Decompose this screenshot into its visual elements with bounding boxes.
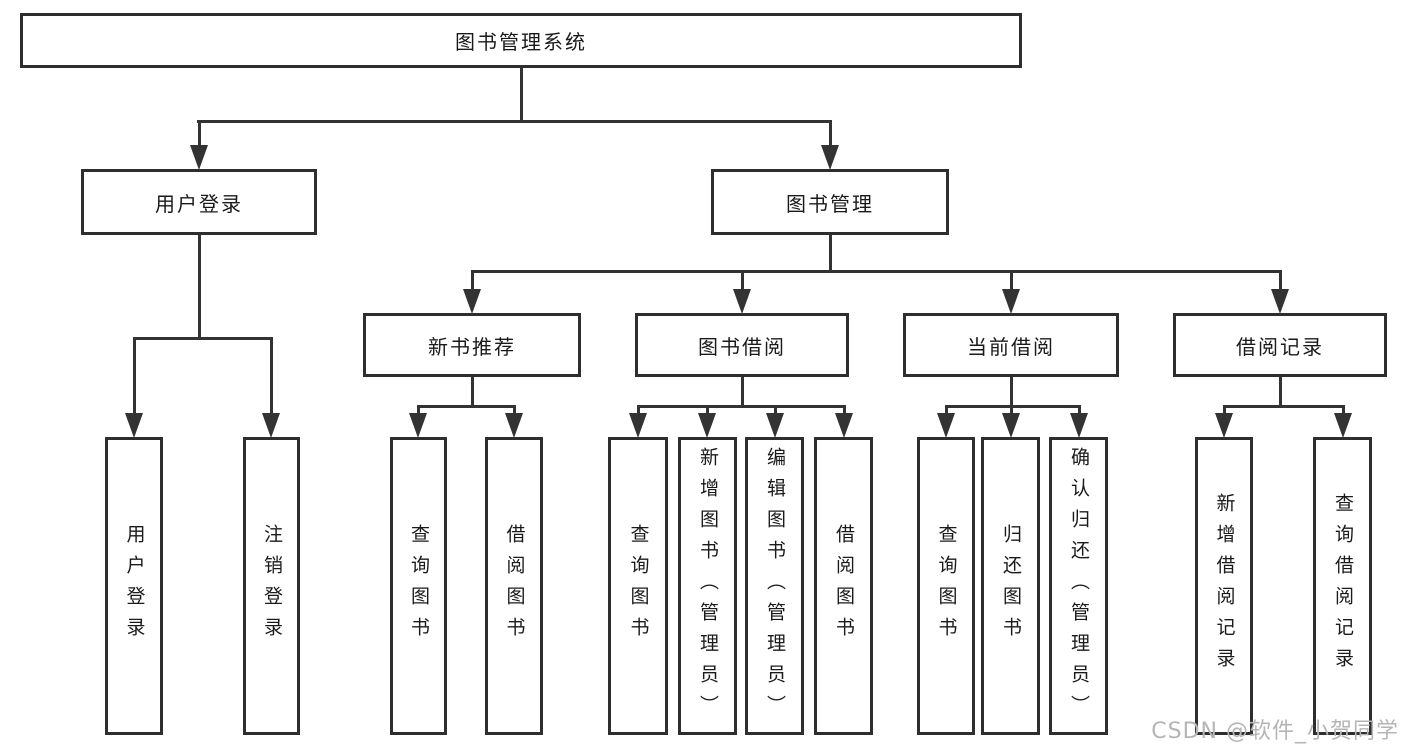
node-root: 图书管理系统 — [20, 13, 1022, 68]
connector-line — [1223, 405, 1343, 408]
connector-line — [829, 235, 832, 273]
node-borrow-records: 借阅记录 — [1173, 313, 1387, 377]
connector-line — [637, 405, 845, 408]
arrow-down-icon — [262, 413, 280, 438]
arrow-down-icon — [733, 289, 751, 314]
node-current-borrow: 当前借阅 — [903, 313, 1119, 377]
leaf-borrow-books-1: 借阅图书 — [485, 437, 543, 735]
node-book-borrow: 图书借阅 — [635, 313, 849, 377]
leaf-add-books-admin: 新增图书（管理员） — [678, 437, 737, 735]
connector-line — [1279, 270, 1282, 294]
connector-line — [637, 405, 640, 417]
leaf-query-borrow-record-label: 查询借阅记录 — [1332, 493, 1354, 679]
arrow-down-icon — [125, 413, 143, 438]
leaf-borrow-books-1-label: 借阅图书 — [503, 524, 526, 648]
arrow-down-icon — [190, 145, 208, 170]
leaf-add-borrow-record-label: 新增借阅记录 — [1213, 493, 1236, 679]
connector-line — [471, 270, 474, 294]
node-new-book-recommend-label: 新书推荐 — [428, 334, 516, 359]
arrow-down-icon — [835, 413, 853, 438]
arrow-down-icon — [409, 413, 427, 438]
connector-line — [774, 405, 777, 417]
node-new-book-recommend: 新书推荐 — [363, 313, 581, 377]
node-current-borrow-label: 当前借阅 — [967, 334, 1055, 359]
connector-line — [706, 405, 709, 417]
leaf-confirm-return-admin-label: 确认归还（管理员） — [1068, 446, 1090, 726]
leaf-query-borrow-record: 查询借阅记录 — [1313, 437, 1372, 735]
arrow-down-icon — [1002, 413, 1020, 438]
arrow-down-icon — [1271, 289, 1289, 314]
leaf-borrow-books-2: 借阅图书 — [814, 437, 873, 735]
connector-line — [513, 405, 516, 417]
connector-line — [198, 235, 201, 339]
arrow-down-icon — [1215, 413, 1233, 438]
leaf-confirm-return-admin: 确认归还（管理员） — [1049, 437, 1108, 735]
connector-line — [471, 377, 474, 408]
connector-line — [741, 270, 744, 294]
connector-line — [843, 405, 846, 417]
leaf-query-books-3: 查询图书 — [917, 437, 975, 735]
connector-line — [1279, 377, 1282, 408]
leaf-query-books-1: 查询图书 — [390, 437, 447, 735]
arrow-down-icon — [1334, 413, 1352, 438]
leaf-edit-books-admin: 编辑图书（管理员） — [745, 437, 804, 735]
connector-line — [945, 405, 948, 417]
leaf-logout-label: 注销登录 — [261, 524, 283, 648]
arrow-down-icon — [766, 413, 784, 438]
arrow-down-icon — [937, 413, 955, 438]
arrow-down-icon — [698, 413, 716, 438]
connector-line — [133, 337, 273, 340]
connector-line — [270, 337, 273, 418]
leaf-add-borrow-record: 新增借阅记录 — [1195, 437, 1253, 735]
leaf-return-books-label: 归还图书 — [1000, 524, 1022, 648]
connector-line — [520, 68, 523, 123]
node-user-login: 用户登录 — [81, 169, 317, 235]
leaf-user-login-label: 用户登录 — [123, 524, 146, 648]
leaf-query-books-2: 查询图书 — [608, 437, 668, 735]
connector-line — [197, 120, 832, 123]
leaf-logout: 注销登录 — [243, 437, 300, 735]
arrow-down-icon — [1070, 413, 1088, 438]
connector-line — [1010, 377, 1013, 408]
leaf-query-books-3-label: 查询图书 — [935, 524, 958, 648]
arrow-down-icon — [629, 413, 647, 438]
connector-line — [133, 337, 136, 418]
connector-line — [417, 405, 516, 408]
node-book-management: 图书管理 — [711, 169, 949, 235]
leaf-add-books-admin-label: 新增图书（管理员） — [697, 446, 719, 726]
node-book-management-label: 图书管理 — [786, 191, 874, 216]
connector-line — [417, 405, 420, 417]
connector-line — [471, 270, 1281, 273]
node-borrow-records-label: 借阅记录 — [1236, 334, 1324, 359]
leaf-return-books: 归还图书 — [981, 437, 1040, 735]
connector-line — [1223, 405, 1226, 417]
arrow-down-icon — [1002, 289, 1020, 314]
node-root-label: 图书管理系统 — [455, 30, 587, 54]
node-user-login-label: 用户登录 — [155, 191, 243, 216]
leaf-borrow-books-2-label: 借阅图书 — [833, 524, 855, 648]
leaf-edit-books-admin-label: 编辑图书（管理员） — [764, 446, 786, 726]
connector-line — [1342, 405, 1345, 417]
connector-line — [741, 377, 744, 408]
leaf-query-books-2-label: 查询图书 — [627, 524, 650, 648]
arrow-down-icon — [505, 413, 523, 438]
connector-line — [1010, 270, 1013, 294]
leaf-user-login: 用户登录 — [105, 437, 163, 735]
leaf-query-books-1-label: 查询图书 — [408, 524, 430, 648]
connector-line — [198, 120, 201, 150]
connector-line — [1078, 405, 1081, 417]
arrow-down-icon — [463, 289, 481, 314]
connector-line — [829, 120, 832, 150]
watermark: CSDN @软件_小贺同学 — [1151, 719, 1399, 744]
node-book-borrow-label: 图书借阅 — [698, 334, 786, 359]
connector-line — [1010, 405, 1013, 417]
arrow-down-icon — [821, 145, 839, 170]
